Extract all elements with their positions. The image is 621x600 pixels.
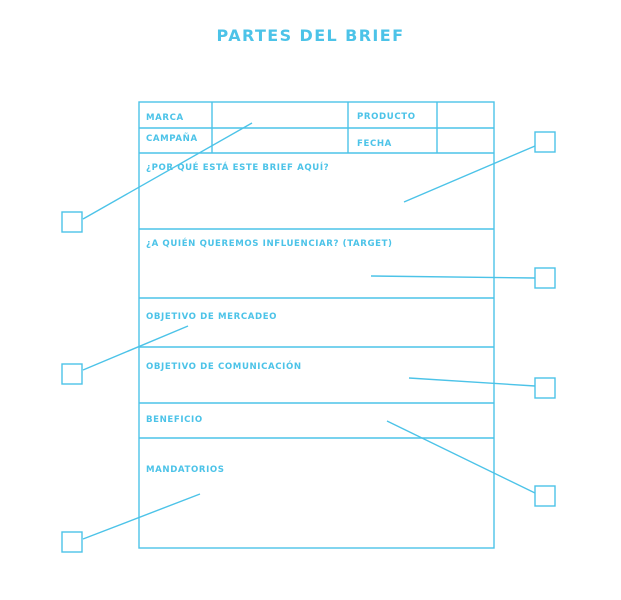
- callout-square: [61, 363, 83, 385]
- callout-square: [534, 485, 556, 507]
- connector-line: [82, 122, 253, 220]
- callout-square: [61, 531, 83, 553]
- field-label-campana: CAMPAÑA: [146, 133, 198, 144]
- brief-form-frame: [138, 101, 495, 549]
- section-label-beneficio: BENEFICIO: [146, 415, 203, 425]
- callout-square: [534, 131, 556, 153]
- section-label-por-que: ¿POR QUÉ ESTÁ ESTE BRIEF AQUÍ?: [146, 161, 329, 173]
- section-label-objetivo-mercadeo: OBJETIVO DE MERCADEO: [146, 312, 277, 322]
- section-label-target: ¿A QUIÉN QUEREMOS INFLUENCIAR? (TARGET): [146, 237, 393, 249]
- callout-square: [61, 211, 83, 233]
- connector-line: [82, 493, 201, 540]
- connector-line: [408, 377, 536, 387]
- field-label-marca: MARCA: [146, 113, 184, 123]
- connector-line: [82, 325, 189, 371]
- field-label-producto: PRODUCTO: [357, 112, 416, 122]
- connector-line: [386, 420, 536, 494]
- callout-square: [534, 267, 556, 289]
- callout-square: [534, 377, 556, 399]
- connector-line: [403, 145, 536, 203]
- section-label-mandatorios: MANDATORIOS: [146, 465, 225, 475]
- connector-line: [370, 275, 536, 279]
- field-label-fecha: FECHA: [357, 139, 392, 149]
- page-title: PARTES DEL BRIEF: [216, 26, 405, 45]
- section-label-objetivo-comunicacion: OBJETIVO DE COMUNICACIÓN: [146, 360, 302, 372]
